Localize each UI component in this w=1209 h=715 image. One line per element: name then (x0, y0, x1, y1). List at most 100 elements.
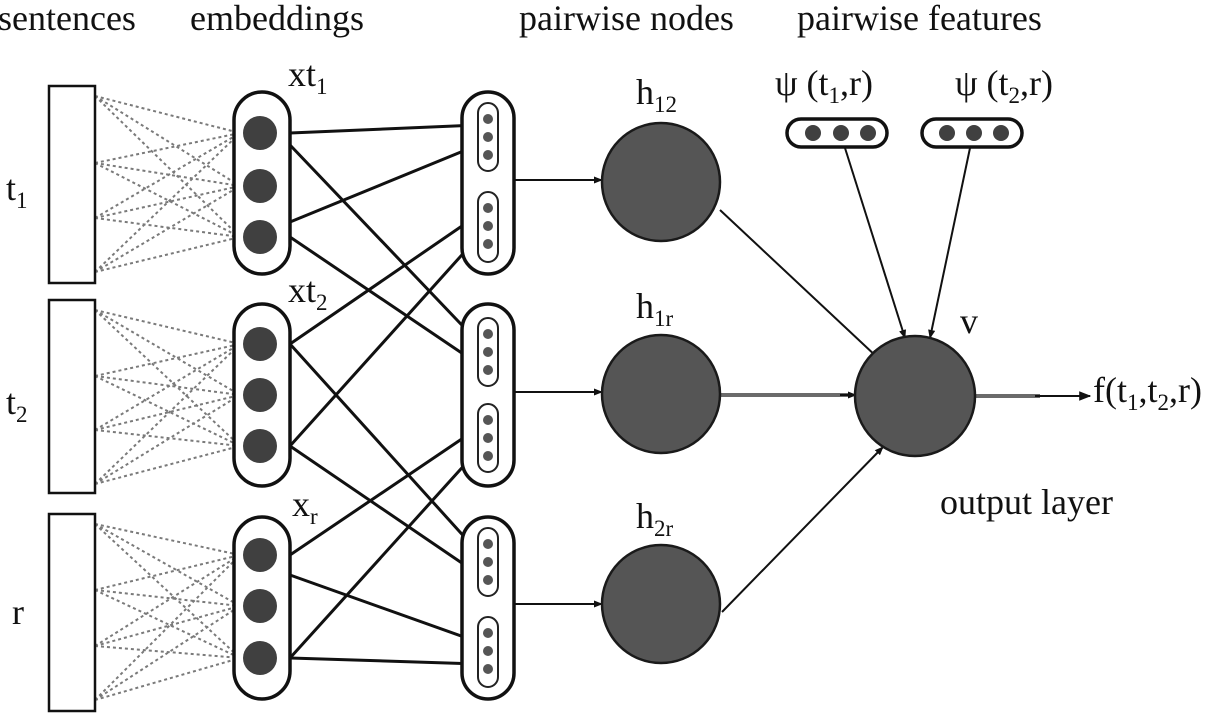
embedding-dot (243, 589, 277, 623)
embedding-wire (288, 143, 480, 344)
embedding-wire (289, 235, 479, 366)
dotted-connection (94, 185, 241, 273)
embedding-wire (289, 426, 479, 557)
pairwise-small-dot (483, 451, 493, 461)
pairwise-small-dot (483, 132, 493, 142)
embedding-dot (243, 327, 277, 361)
arrow-h2r-v (721, 446, 884, 613)
pairwise-small-dot (483, 329, 493, 339)
arrow-psi1-v (844, 147, 906, 339)
dotted-connection (94, 445, 241, 485)
dotted-connection (94, 217, 241, 238)
dotted-connection (94, 343, 241, 431)
pairwise-small-dot (483, 221, 493, 231)
sentence-box-r (47, 512, 97, 713)
dotted-connection (94, 309, 241, 396)
pairwise-small-dot (483, 239, 493, 249)
dotted-connection (94, 343, 241, 485)
output-node-label: v (960, 301, 978, 341)
embedding-dot (243, 378, 277, 412)
dotted-connection (94, 394, 241, 431)
output-layer-caption: output layer (940, 482, 1113, 522)
hidden-node-h12 (600, 121, 722, 243)
dotted-connection (94, 657, 241, 701)
dotted-connections (94, 95, 241, 701)
embedding-label-xt1: xt1 (288, 54, 328, 99)
pairwise-small-dot (483, 203, 493, 213)
dotted-connection (94, 343, 241, 377)
hidden-node-h2r (600, 543, 722, 665)
pairwise-small-dot (483, 150, 493, 160)
pairwise-small-dot (483, 415, 493, 425)
pairwise-small-dot (483, 664, 493, 674)
dotted-connection (94, 523, 241, 659)
dotted-connection (94, 309, 241, 447)
header-sentences: sentences (0, 0, 136, 38)
hidden-label-h12: h12 (636, 72, 677, 117)
dotted-connection (94, 236, 241, 273)
feature-dot (966, 125, 982, 141)
dotted-connection (94, 132, 241, 164)
feature-label-psi2: ψ (t2,r) (955, 63, 1053, 108)
header-pairwise-nodes: pairwise nodes (519, 0, 734, 38)
arrow-psi2-v (928, 147, 971, 339)
sentence-box-t2 (47, 298, 97, 495)
embedding-wire (289, 123, 479, 135)
embedding-dot (243, 169, 277, 203)
dotted-connection (94, 375, 241, 447)
embedding-wire (288, 235, 480, 448)
pairwise-small-dot (483, 646, 493, 656)
dotted-connection (94, 394, 241, 485)
dotted-connection (94, 554, 241, 701)
embedding-wire (288, 342, 480, 554)
arrow-group (515, 147, 1092, 613)
pairwise-small-dots (483, 114, 493, 674)
dotted-connection (94, 589, 241, 607)
pairwise-small-dot (483, 365, 493, 375)
pairwise-pill-2r (460, 515, 516, 701)
pairwise-pills (460, 90, 516, 701)
pairwise-small-dot (483, 347, 493, 357)
dotted-connection (94, 375, 241, 396)
output-function-label: f(t1,t2,r) (1093, 370, 1202, 415)
header-embeddings: embeddings (190, 0, 364, 38)
embedding-wire (289, 573, 479, 644)
dotted-connection (94, 554, 241, 591)
feature-dot (833, 125, 849, 141)
dotted-connection (94, 589, 241, 659)
dotted-connection (94, 523, 241, 607)
pairwise-small-dot (483, 557, 493, 567)
embedding-pills (232, 90, 292, 701)
embedding-wires (288, 123, 480, 666)
hidden-label-h1r: h1r (636, 286, 674, 331)
hidden-node-h1r (600, 333, 722, 455)
sentence-box-t1 (47, 84, 97, 285)
output-node-v (853, 334, 977, 458)
pairwise-small-dot (483, 433, 493, 443)
dotted-connection (94, 429, 241, 447)
feature-dot (993, 125, 1009, 141)
pairwise-small-dot (483, 575, 493, 585)
embedding-wire (289, 143, 479, 224)
dotted-connection (94, 605, 241, 701)
feature-dot (939, 125, 955, 141)
embedding-wire (289, 656, 479, 666)
hidden-label-h2r: h2r (636, 496, 674, 541)
embedding-dot (243, 116, 277, 150)
feature-dot (805, 125, 821, 141)
dotted-connection (94, 185, 241, 219)
embedding-wire (288, 448, 480, 660)
embedding-dot (243, 538, 277, 572)
dotted-connection (94, 95, 241, 238)
dotted-connection (94, 523, 241, 556)
sentence-label-t2: t2 (6, 382, 28, 427)
dotted-connection (94, 309, 241, 345)
pairwise-pill-12 (460, 90, 516, 276)
embedding-label-xr: xr (292, 484, 318, 529)
feature-dot (860, 125, 876, 141)
dotted-connection (94, 605, 241, 647)
sentence-label-t1: t1 (6, 168, 28, 213)
header-pairwise-features: pairwise features (797, 0, 1042, 38)
embedding-label-xt2: xt2 (288, 270, 328, 315)
dotted-connection (94, 95, 241, 187)
